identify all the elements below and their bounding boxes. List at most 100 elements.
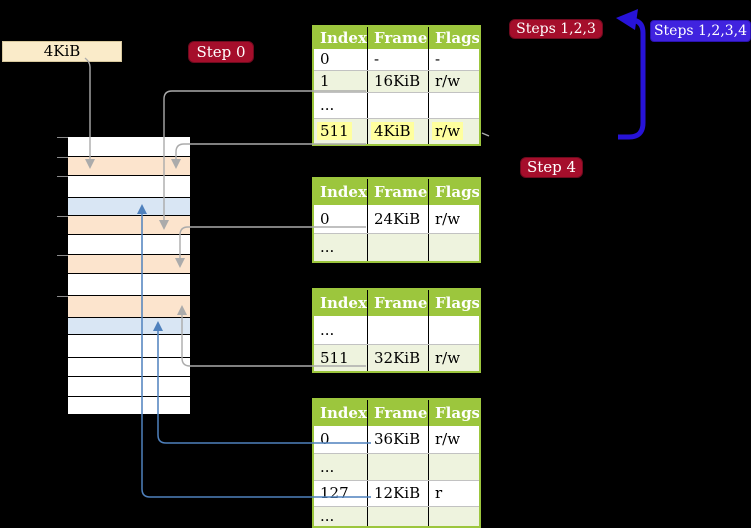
steps-1234-badge: Steps 1,2,3,4 <box>650 20 751 42</box>
table-cell: 511 <box>314 345 367 371</box>
column-header-index: Index <box>314 400 367 426</box>
table-cell: r/w <box>428 205 479 233</box>
steps-123-badge: Steps 1,2,3 <box>509 19 603 39</box>
table-row: ... <box>314 506 479 526</box>
memory-frame-row-peach <box>68 157 190 176</box>
column-header-frame: Frame <box>367 27 428 49</box>
memory-tick <box>57 255 68 256</box>
table-cell: 24KiB <box>367 205 428 233</box>
memory-frame-row-white <box>68 335 190 358</box>
step-4-badge: Step 4 <box>520 157 583 178</box>
column-header-flags: Flags <box>428 27 479 49</box>
stub-entry511-right <box>481 132 490 137</box>
table-cell <box>367 507 428 526</box>
table-cell <box>367 454 428 480</box>
table-cell: r/w <box>428 426 479 453</box>
highlighted-value: 4KiB <box>371 122 414 140</box>
table-cell: r/w <box>428 345 479 371</box>
table-cell: 4KiB <box>367 119 428 144</box>
table-row: ... <box>314 453 479 480</box>
table-cell: r <box>428 481 479 506</box>
column-header-index: Index <box>314 27 367 49</box>
table-cell: ... <box>314 507 367 526</box>
memory-tick <box>57 296 68 297</box>
column-header-index: Index <box>314 290 367 316</box>
highlighted-value: r/w <box>432 122 464 140</box>
table-cell: - <box>428 49 479 70</box>
memory-frame-row-peach <box>68 255 190 274</box>
memory-frame-row-blue <box>68 318 190 335</box>
table-cell <box>367 316 428 344</box>
memory-frame-row-white <box>68 397 190 415</box>
table-cell <box>428 234 479 261</box>
memory-frame-row-white <box>68 358 190 377</box>
frame-size-box: 4KiB <box>2 41 122 62</box>
column-header-frame: Frame <box>367 290 428 316</box>
table-cell: ... <box>314 234 367 261</box>
table-cell: - <box>367 49 428 70</box>
column-header-frame: Frame <box>367 400 428 426</box>
table-cell: r/w <box>428 119 479 144</box>
table-cell: 16KiB <box>367 71 428 92</box>
table-cell: 0 <box>320 50 330 68</box>
memory-tick <box>57 137 68 138</box>
physical-memory-column <box>68 137 190 415</box>
memory-frame-row-white <box>68 137 190 157</box>
memory-tick <box>57 176 68 177</box>
memory-frame-row-white <box>68 274 190 296</box>
table-cell <box>428 507 479 526</box>
table-cell: 0 <box>320 210 330 228</box>
memory-frame-row-blue <box>68 198 190 216</box>
table-cell: 32KiB <box>367 345 428 371</box>
step-0-badge: Step 0 <box>188 41 254 63</box>
memory-frame-row-white <box>68 377 190 397</box>
column-header-flags: Flags <box>428 179 479 205</box>
table-row: ... <box>314 233 479 261</box>
table-cell: ... <box>314 454 367 480</box>
table-cell: ... <box>320 96 335 114</box>
table-row: ... <box>314 92 479 118</box>
memory-frame-row-peach <box>68 296 190 318</box>
table-cell: 127 <box>320 484 349 502</box>
table-cell: 36KiB <box>367 426 428 453</box>
memory-frame-row-peach <box>68 216 190 235</box>
arrowhead-recursive-loop <box>616 9 638 30</box>
table-cell <box>367 234 428 261</box>
memory-frame-row-white <box>68 176 190 198</box>
column-header-index: Index <box>314 179 367 205</box>
table-cell <box>428 454 479 480</box>
memory-tick <box>57 157 68 158</box>
table-row: ... <box>314 316 479 344</box>
column-header-frame: Frame <box>367 179 428 205</box>
table-cell: r/w <box>428 71 479 92</box>
recursive-loop-arrow <box>618 17 646 140</box>
table-cell: 511 <box>314 119 367 144</box>
table-cell: 12KiB <box>367 481 428 506</box>
table-cell <box>428 316 479 344</box>
table-row: 511 4KiB r/w <box>314 118 479 144</box>
table-cell: ... <box>320 321 335 339</box>
memory-tick <box>57 216 68 217</box>
table-cell: 0 <box>320 430 330 448</box>
table-row: 0 -- <box>314 49 479 70</box>
highlighted-value: 511 <box>317 122 352 140</box>
table-cell: 1 <box>314 71 367 92</box>
column-header-flags: Flags <box>428 290 479 316</box>
arrow-entry511-to-memory <box>175 143 366 160</box>
column-header-flags: Flags <box>428 400 479 426</box>
memory-frame-row-white <box>68 235 190 255</box>
